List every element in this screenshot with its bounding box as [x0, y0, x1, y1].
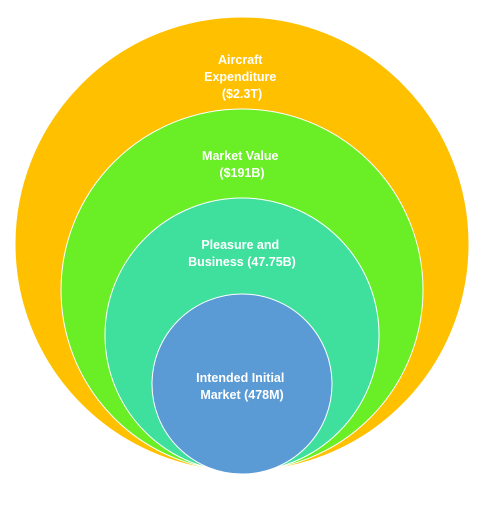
- label-intended-initial-market-line-2: Market (478M): [200, 388, 283, 402]
- label-pleasure-and-business: Pleasure and Business (47.75B): [188, 238, 296, 269]
- label-intended-initial-market-line-1: Intended Initial: [196, 371, 284, 385]
- label-market-value-line-1: Market Value: [202, 149, 278, 163]
- label-market-value: Market Value ($191B): [202, 149, 282, 180]
- label-intended-initial-market: Intended Initial Market (478M): [196, 371, 288, 402]
- label-aircraft-expenditure: Aircraft Expenditure ($2.3T): [204, 53, 280, 101]
- label-aircraft-expenditure-line-2: Expenditure: [204, 70, 276, 84]
- circle-intended-initial-market: [151, 293, 333, 475]
- label-pleasure-and-business-line-1: Pleasure and: [201, 238, 279, 252]
- label-aircraft-expenditure-line-1: Aircraft: [218, 53, 263, 67]
- label-market-value-line-2: ($191B): [219, 166, 264, 180]
- label-aircraft-expenditure-line-3: ($2.3T): [222, 87, 262, 101]
- label-pleasure-and-business-line-2: Business (47.75B): [188, 255, 296, 269]
